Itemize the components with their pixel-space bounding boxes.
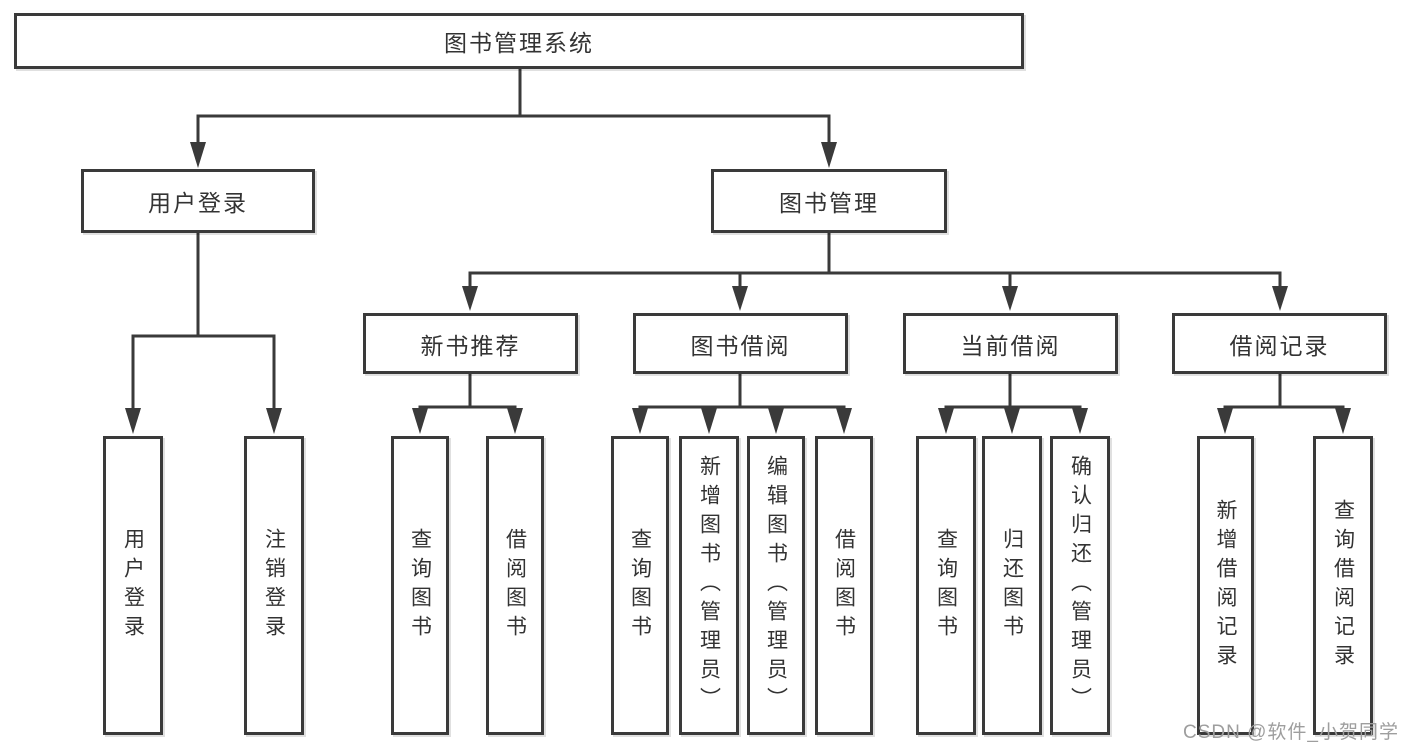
leaf-query-books-recommend: 查询图书 (391, 436, 449, 735)
leaf-confirm-return-admin: 确认归还（管理员） (1050, 436, 1110, 735)
node-library-system: 图书管理系统 (14, 13, 1024, 69)
connector-new-book-recommend-to-leaves (412, 372, 523, 434)
leaf-user-login: 用户登录 (103, 436, 163, 735)
leaf-add-books-admin: 新增图书（管理员） (679, 436, 739, 735)
connector-borrow-records-to-leaves (1217, 372, 1351, 434)
connector-root-to-level2 (190, 67, 837, 168)
connector-book-management-to-level3 (462, 231, 1288, 311)
arrowhead-icon (125, 408, 141, 434)
arrowhead-icon (1335, 408, 1351, 434)
leaf-borrow-books-recommend: 借阅图书 (486, 436, 544, 735)
arrowhead-icon (1002, 286, 1018, 311)
node-borrow-records: 借阅记录 (1172, 313, 1387, 374)
arrowhead-icon (1272, 286, 1288, 311)
node-current-borrow: 当前借阅 (903, 313, 1118, 374)
leaf-return-books: 归还图书 (982, 436, 1042, 735)
node-new-book-recommend: 新书推荐 (363, 313, 578, 374)
arrowhead-icon (190, 142, 206, 168)
arrowhead-icon (412, 408, 428, 434)
arrowhead-icon (701, 408, 717, 434)
leaf-query-books-current: 查询图书 (916, 436, 976, 735)
arrowhead-icon (821, 142, 837, 168)
arrowhead-icon (768, 408, 784, 434)
leaf-query-books-borrow: 查询图书 (611, 436, 669, 735)
node-book-management: 图书管理 (711, 169, 947, 233)
arrowhead-icon (507, 408, 523, 434)
arrowhead-icon (1217, 408, 1233, 434)
csdn-watermark: CSDN @软件_小贺同学 (1183, 722, 1399, 743)
arrowhead-icon (836, 408, 852, 434)
node-book-borrow: 图书借阅 (633, 313, 848, 374)
arrowhead-icon (938, 408, 954, 434)
connector-user-login-to-leaves (125, 231, 282, 434)
leaf-logout: 注销登录 (244, 436, 304, 735)
connector-current-borrow-to-leaves (938, 372, 1088, 434)
connector-book-borrow-to-leaves (632, 372, 852, 434)
arrowhead-icon (632, 408, 648, 434)
leaf-query-borrow-record: 查询借阅记录 (1313, 436, 1373, 735)
leaf-edit-books-admin: 编辑图书（管理员） (747, 436, 805, 735)
node-user-login: 用户登录 (81, 169, 315, 233)
arrowhead-icon (462, 286, 478, 311)
leaf-add-borrow-record: 新增借阅记录 (1197, 436, 1254, 735)
arrowhead-icon (732, 286, 748, 311)
arrowhead-icon (266, 408, 282, 434)
leaf-borrow-books: 借阅图书 (815, 436, 873, 735)
arrowhead-icon (1004, 408, 1020, 434)
arrowhead-icon (1072, 408, 1088, 434)
